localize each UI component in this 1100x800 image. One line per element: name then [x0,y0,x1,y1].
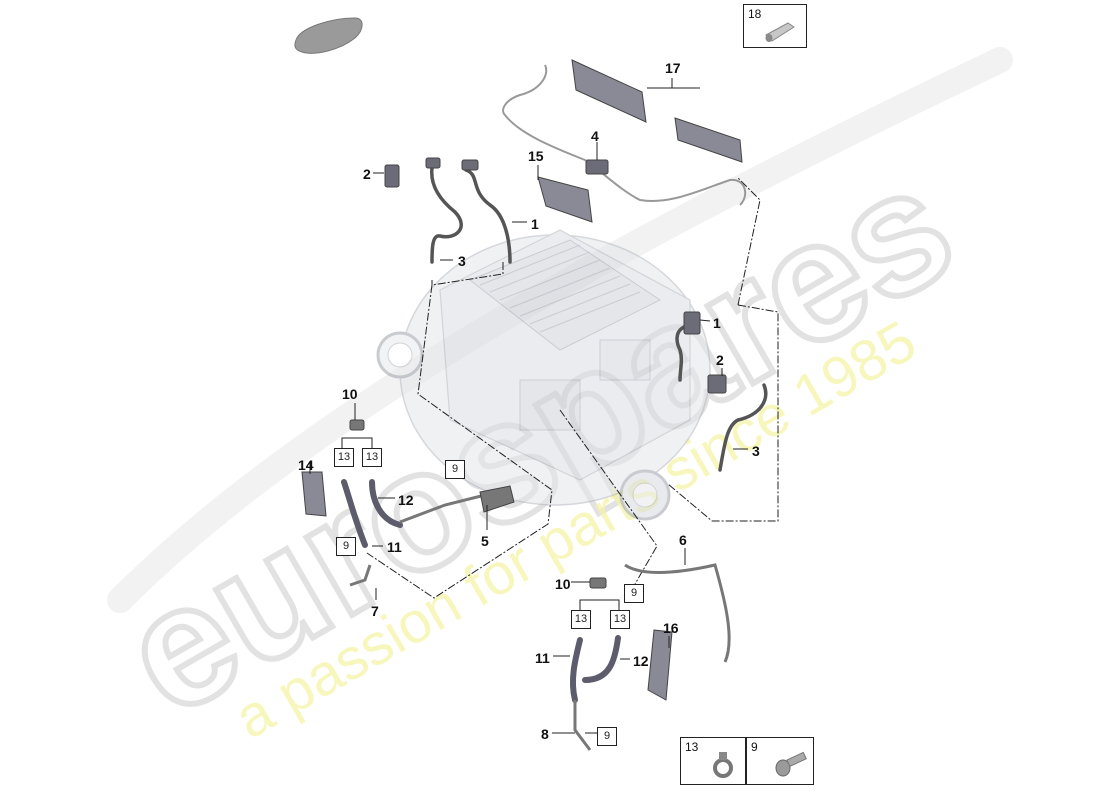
callout-4: 4 [591,128,599,144]
connector-parts [384,157,727,394]
callout-2: 2 [716,352,724,368]
callout-leaders [309,78,748,734]
boxed-ref-13: 13 [571,610,591,629]
callout-11: 11 [535,650,550,666]
callout-6: 6 [679,532,687,548]
sealant-tube-icon [765,22,795,42]
callout-1: 1 [713,315,721,331]
boxed-ref-13: 13 [362,448,382,467]
boxed-ref-9: 9 [597,727,617,746]
callout-3: 3 [752,443,760,459]
callout-3: 3 [458,253,466,269]
callout-10: 10 [342,386,358,402]
boxed-ref-9: 9 [336,537,356,556]
hardware-icons [713,751,807,778]
engine-block-illustration [376,229,711,521]
callout-8: 8 [541,726,549,742]
legend-divider [745,738,747,784]
valve-parts [349,419,607,589]
callout-2: 2 [363,166,371,182]
wiring-harness [502,64,747,206]
coolant-hoses-left [341,479,403,548]
legend-box-hardware: 13 9 [680,737,814,785]
oxygen-sensor-cables [430,166,768,472]
callout-5: 5 [481,533,489,549]
callout-15: 15 [528,148,544,164]
boxed-ref-9: 9 [445,460,465,479]
coolant-hoses-bottom [569,635,621,703]
callout-11: 11 [387,539,402,555]
callout-12: 12 [398,492,414,508]
sealant-blob-icon [294,17,363,54]
boxed-ref-13: 13 [334,448,354,467]
callout-17: 17 [665,60,681,76]
callout-16: 16 [663,620,679,636]
callout-10: 10 [555,576,571,592]
legend-label-18: 18 [748,7,762,21]
bracket-parts [301,59,743,701]
boxed-ref-9: 9 [624,584,644,603]
callout-12: 12 [633,653,649,669]
callout-1: 1 [531,216,539,232]
hose-clamp-icon [713,752,733,778]
callout-14: 14 [298,457,314,473]
screw-icon [775,751,807,777]
legend-box-18: 18 [743,4,807,48]
boxed-ref-13: 13 [610,610,630,629]
callout-7: 7 [371,603,379,619]
legend-label-13: 13 [685,740,699,754]
legend-label-9: 9 [751,740,758,754]
